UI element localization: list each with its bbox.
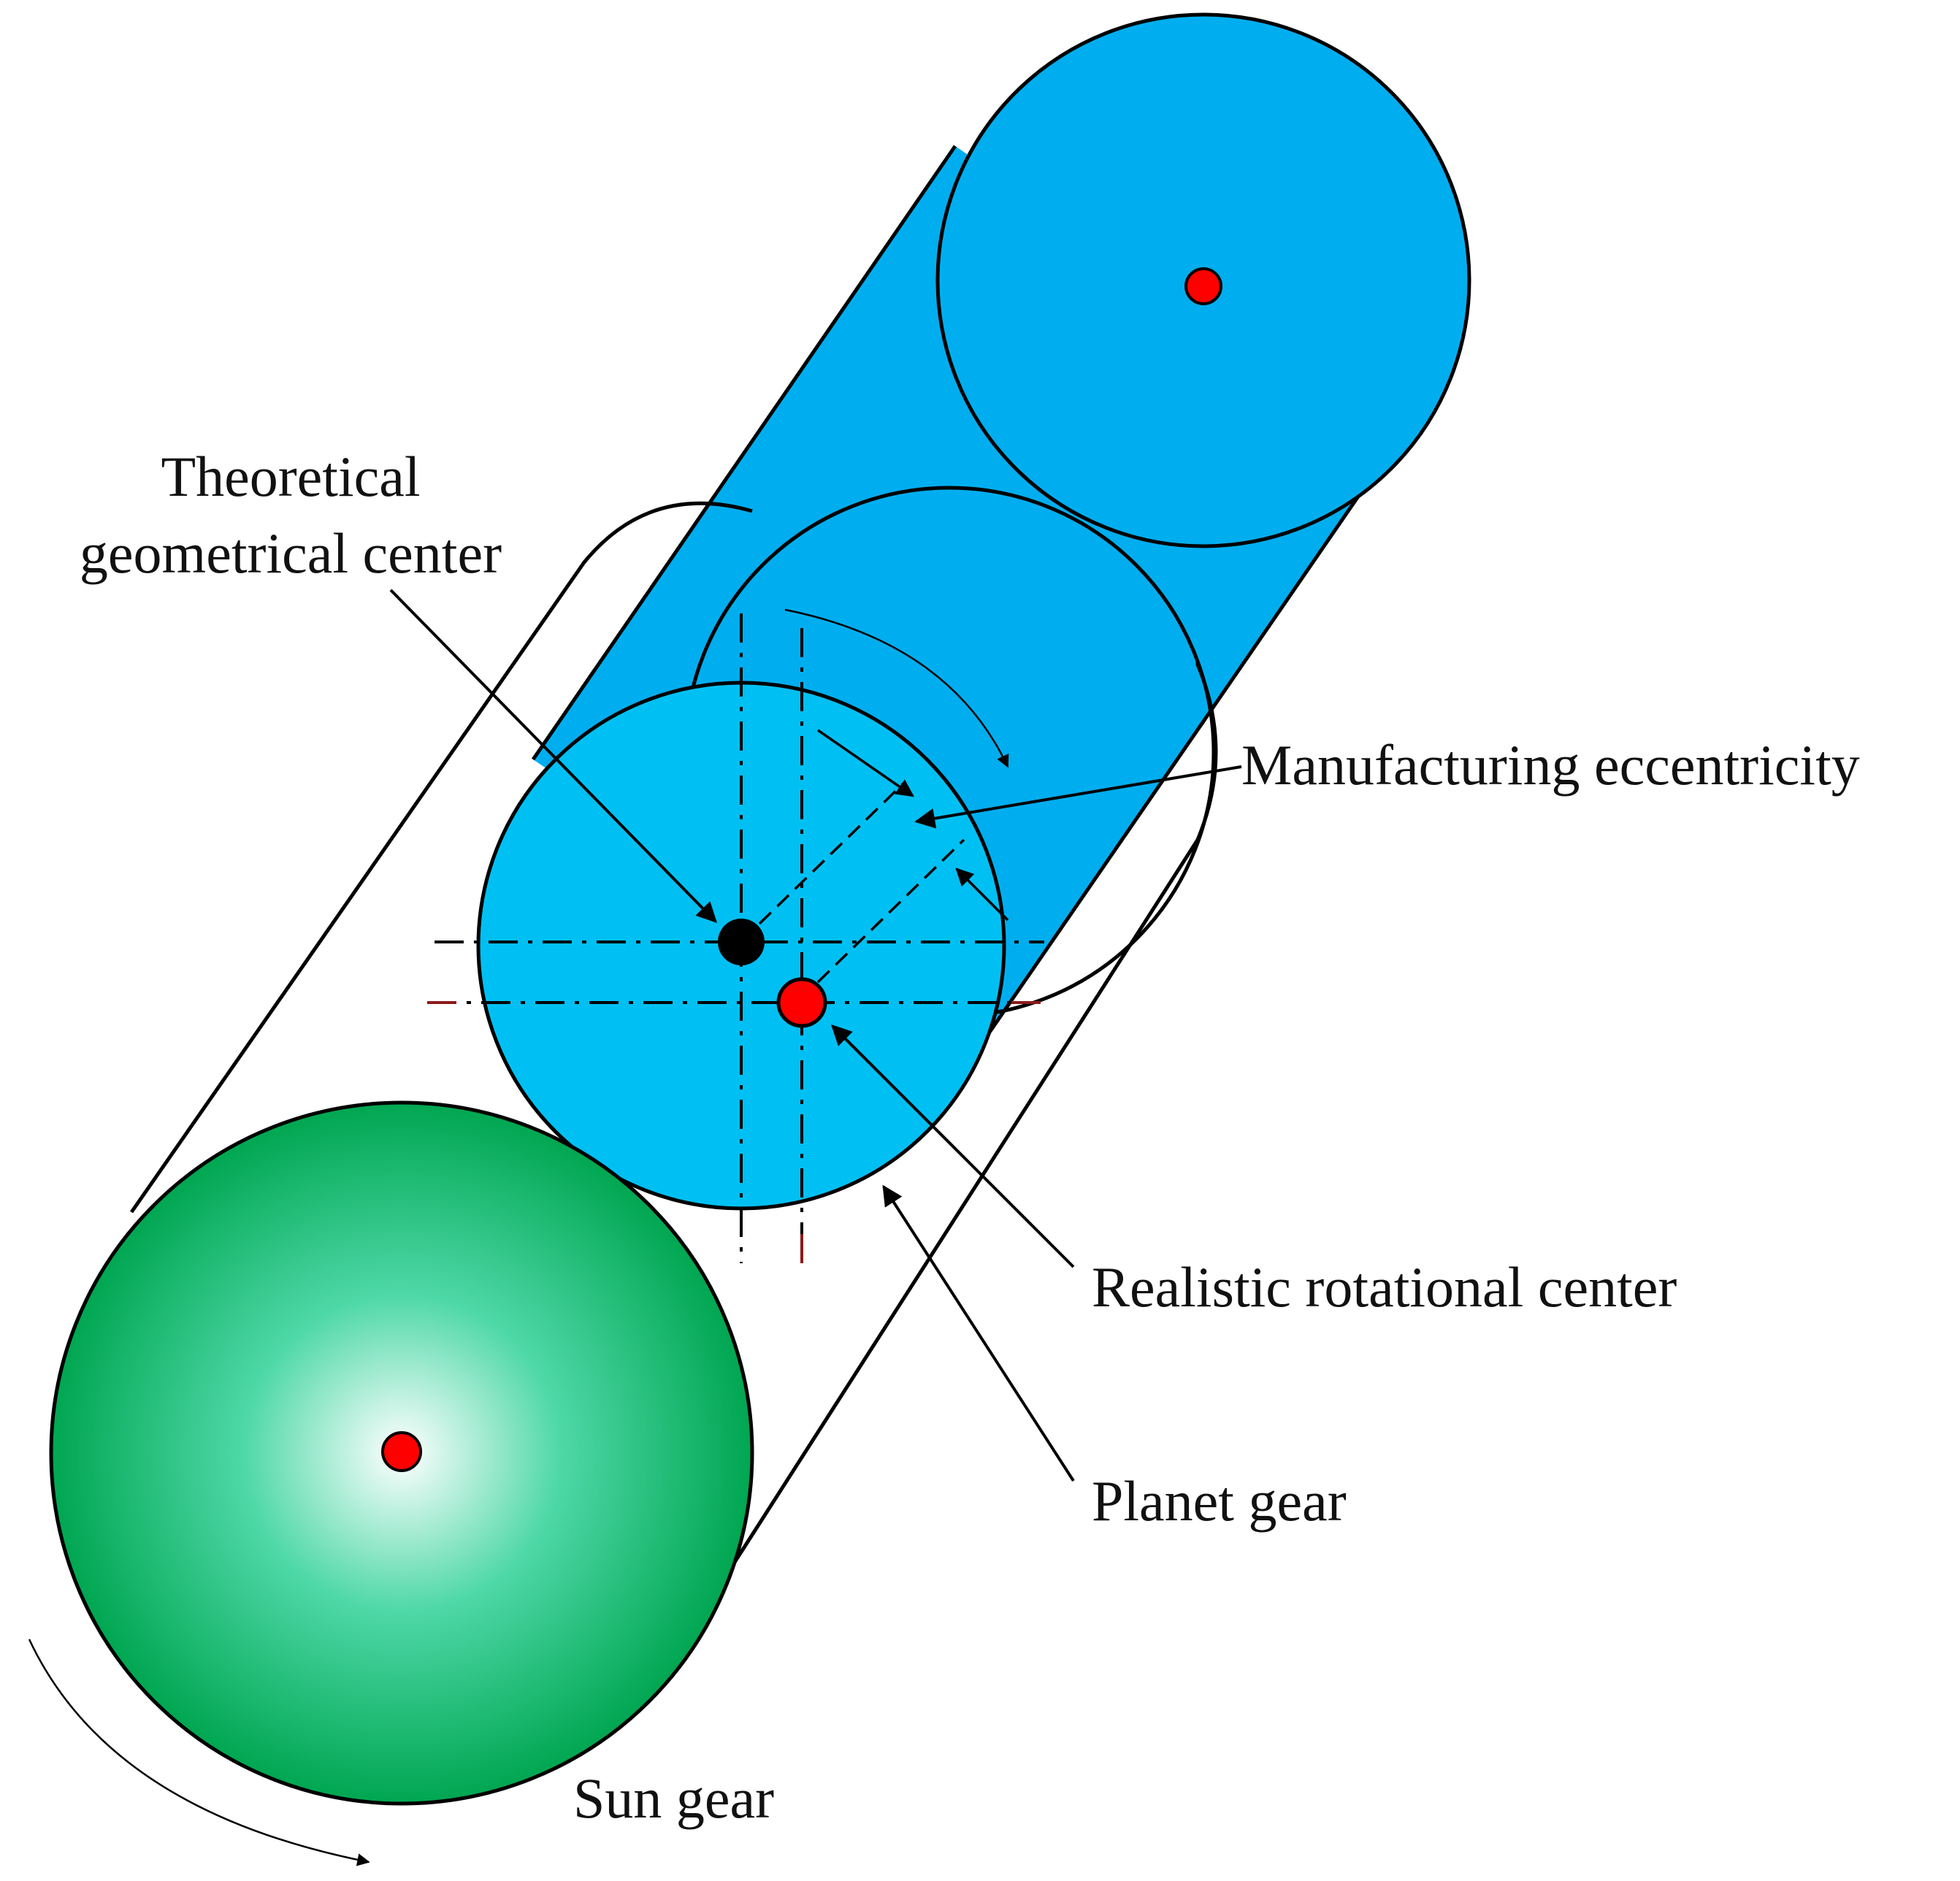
- carrier-end-center: [1184, 267, 1222, 305]
- carrier-arm-lower-edge: [969, 444, 1396, 1060]
- sun-gear-label: Sun gear: [573, 1766, 775, 1830]
- planet-rotation-arrow: [784, 608, 1009, 768]
- planet-gear-label: Planet gear: [1092, 1469, 1347, 1533]
- theoretical-center-label-line2: geometrical center: [79, 521, 502, 586]
- theoretical-center-label: Theoretical geometrical center: [42, 438, 539, 592]
- eccentricity-dim-arrow-2: [955, 867, 1009, 922]
- leader-planet: [882, 1184, 1075, 1482]
- eccentricity-dim-line-1: [758, 780, 907, 925]
- theoretical-center-dot: [718, 919, 765, 965]
- sun-rotation-arrow: [28, 1639, 370, 1866]
- eccentricity-dim-line-2: [816, 838, 965, 984]
- leader-theoretical: [389, 589, 717, 923]
- capsule-outline-right: [713, 661, 1218, 1593]
- capsule-outline-left: [129, 501, 753, 1214]
- carrier-arm-upper-edge: [531, 145, 957, 761]
- leader-realistic: [831, 1024, 1075, 1268]
- leader-manufacturing: [914, 765, 1242, 829]
- eccentricity-dim-arrow: [817, 729, 915, 797]
- manufacturing-eccentricity-label: Manufacturing eccentricity: [1241, 733, 1860, 797]
- sun-gear-center: [381, 1431, 422, 1472]
- theoretical-center-label-line1: Theoretical: [161, 445, 421, 508]
- realistic-rotational-center-label: Realistic rotational center: [1092, 1255, 1677, 1319]
- realistic-center-dot: [776, 977, 827, 1028]
